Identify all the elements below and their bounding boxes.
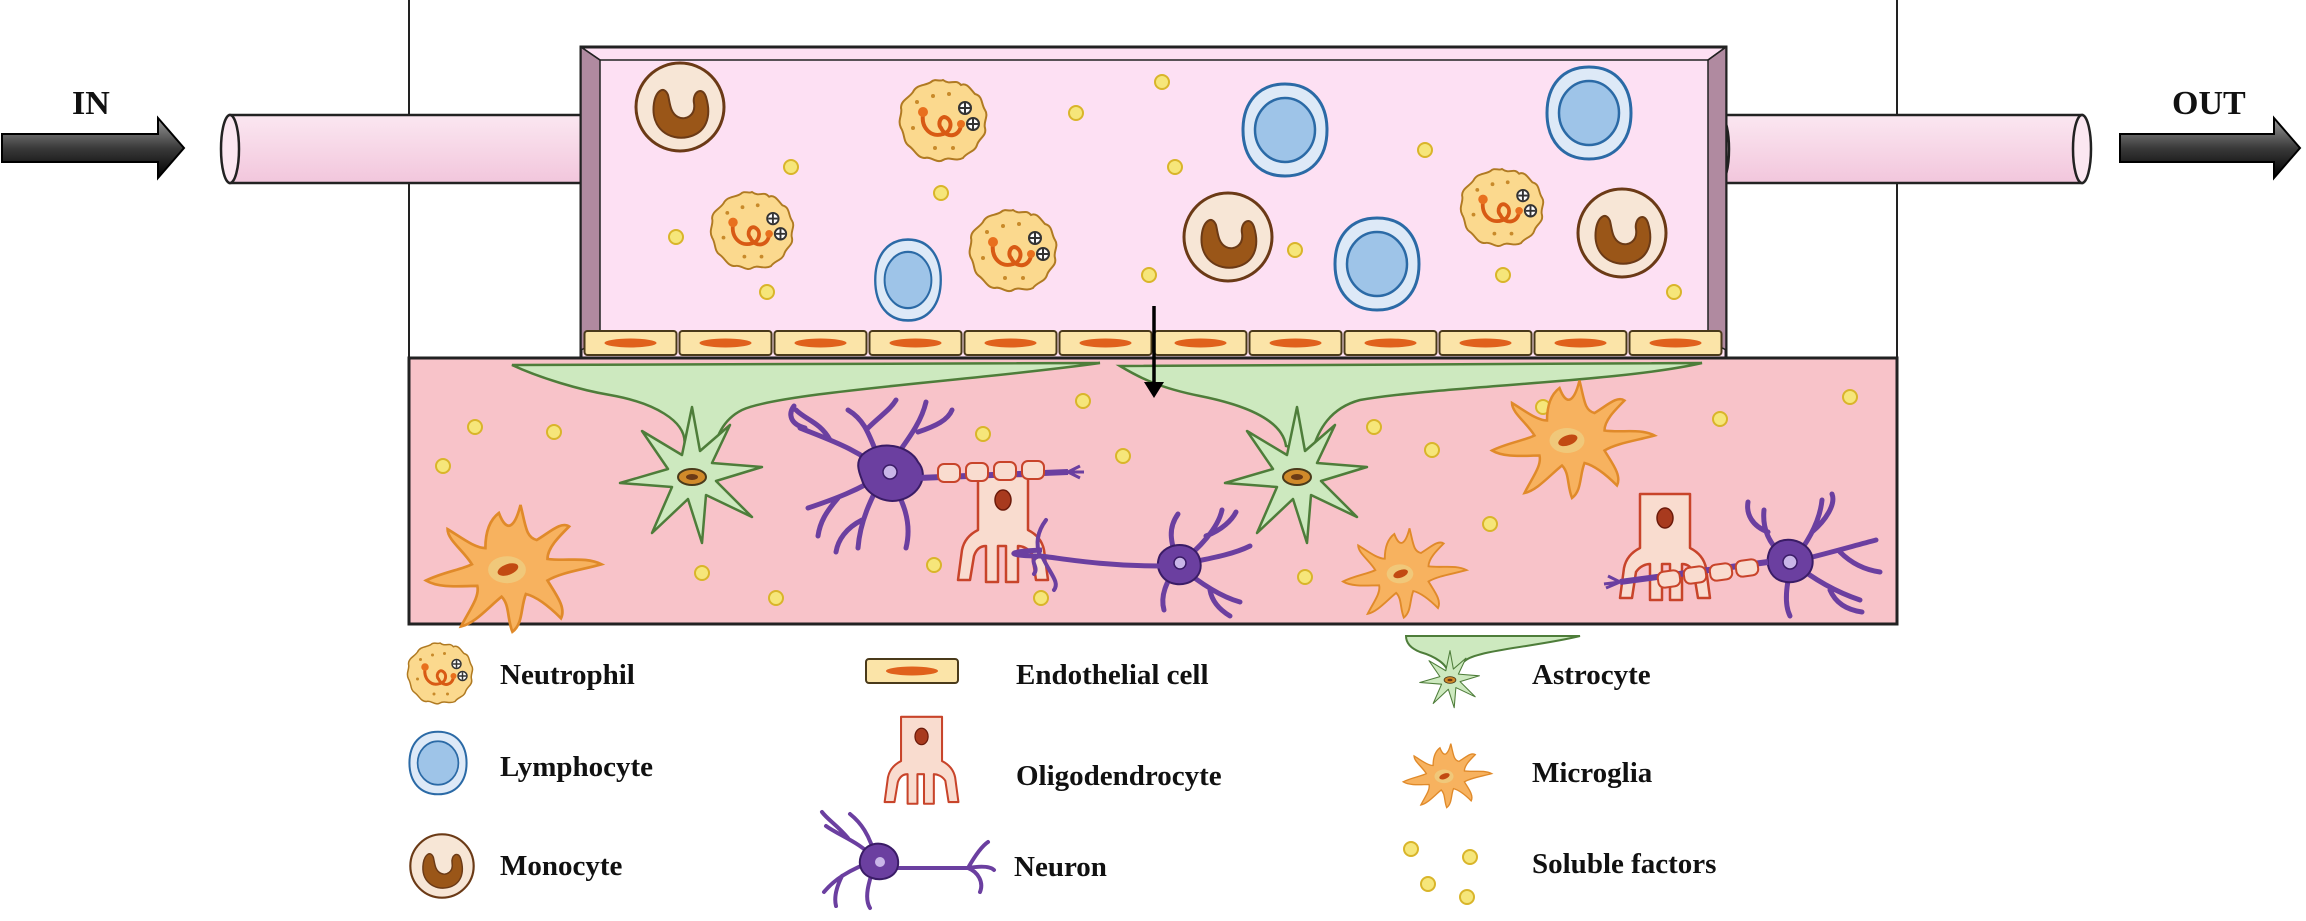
legend-label-neutrophil: Neutrophil xyxy=(500,659,635,691)
legend-label-oligodendrocyte: Oligodendrocyte xyxy=(1016,760,1222,792)
neuron-cell xyxy=(1011,507,1253,619)
endothelial-cell xyxy=(583,330,678,356)
endothelial-cell xyxy=(868,330,963,356)
legend: Neutrophil Lymphocyte Monocyte Endotheli… xyxy=(405,635,1716,910)
out-label: OUT xyxy=(2172,85,2246,122)
monocyte-cell xyxy=(1182,191,1274,283)
neutrophil-cell xyxy=(967,208,1059,294)
endothelial-cell xyxy=(1533,330,1628,356)
astrocyte-cell xyxy=(511,361,1101,545)
endothelial-cell xyxy=(1058,330,1153,356)
lymphocyte-cell xyxy=(873,238,943,322)
neuron-cell xyxy=(788,397,1084,555)
soluble-factors-icon xyxy=(1403,841,1478,905)
endothelial-cell xyxy=(678,330,773,356)
legend-label-soluble-factors: Soluble factors xyxy=(1532,848,1716,880)
monocyte-cell xyxy=(1576,187,1668,279)
monocyte-cell xyxy=(634,61,726,153)
neuron-cell xyxy=(1603,491,1883,619)
out-arrow xyxy=(2119,115,2302,181)
legend-item-monocyte: Monocyte xyxy=(409,833,623,899)
legend-item-endothelial: Endothelial cell xyxy=(865,658,1209,691)
endothelial-cell-icon xyxy=(865,658,959,684)
transmigration-arrow xyxy=(1144,306,1164,398)
astrocyte-icon xyxy=(1404,635,1581,709)
neutrophil-cell xyxy=(708,190,796,271)
lymphocyte-cell xyxy=(1545,65,1633,161)
inlet-tube xyxy=(219,113,601,185)
endothelial-cell xyxy=(1438,330,1533,356)
outlet-tube xyxy=(1709,113,2093,185)
lymphocyte-cell xyxy=(1333,216,1421,312)
legend-label-neuron: Neuron xyxy=(1014,851,1107,883)
astrocyte-cell xyxy=(1115,361,1703,545)
neutrophil-cell xyxy=(1458,167,1546,248)
legend-label-lymphocyte: Lymphocyte xyxy=(500,751,653,783)
lymphocyte-icon xyxy=(408,730,468,796)
myelin-sheath xyxy=(937,460,1045,483)
legend-item-lymphocyte: Lymphocyte xyxy=(408,730,653,796)
legend-item-oligodendrocyte: Oligodendrocyte xyxy=(883,715,1222,805)
legend-item-microglia: Microglia xyxy=(1402,743,1653,809)
endothelial-cell xyxy=(1343,330,1438,356)
monocyte-icon xyxy=(409,833,475,899)
oligodendrocyte-icon xyxy=(883,715,960,805)
legend-item-neutrophil: Neutrophil xyxy=(405,641,635,706)
in-label: IN xyxy=(72,85,110,122)
endothelial-cell xyxy=(1153,330,1248,356)
microglia-icon xyxy=(1402,743,1493,809)
endothelial-cell xyxy=(1628,330,1723,356)
legend-label-microglia: Microglia xyxy=(1532,757,1653,789)
in-arrow xyxy=(1,115,186,181)
neutrophil-icon xyxy=(405,641,475,706)
neutrophil-cell xyxy=(897,78,989,164)
lymphocyte-cell xyxy=(1241,82,1329,178)
legend-label-endothelial: Endothelial cell xyxy=(1016,659,1209,691)
legend-label-monocyte: Monocyte xyxy=(500,850,623,882)
legend-item-astrocyte: Astrocyte xyxy=(1404,635,1651,709)
endothelial-cell xyxy=(963,330,1058,356)
legend-item-neuron: Neuron xyxy=(820,810,1107,910)
endothelial-cell xyxy=(1248,330,1343,356)
neuron-icon xyxy=(820,810,996,910)
legend-item-soluble-factors: Soluble factors xyxy=(1403,841,1716,905)
endothelial-cell xyxy=(773,330,868,356)
legend-label-astrocyte: Astrocyte xyxy=(1532,659,1651,691)
